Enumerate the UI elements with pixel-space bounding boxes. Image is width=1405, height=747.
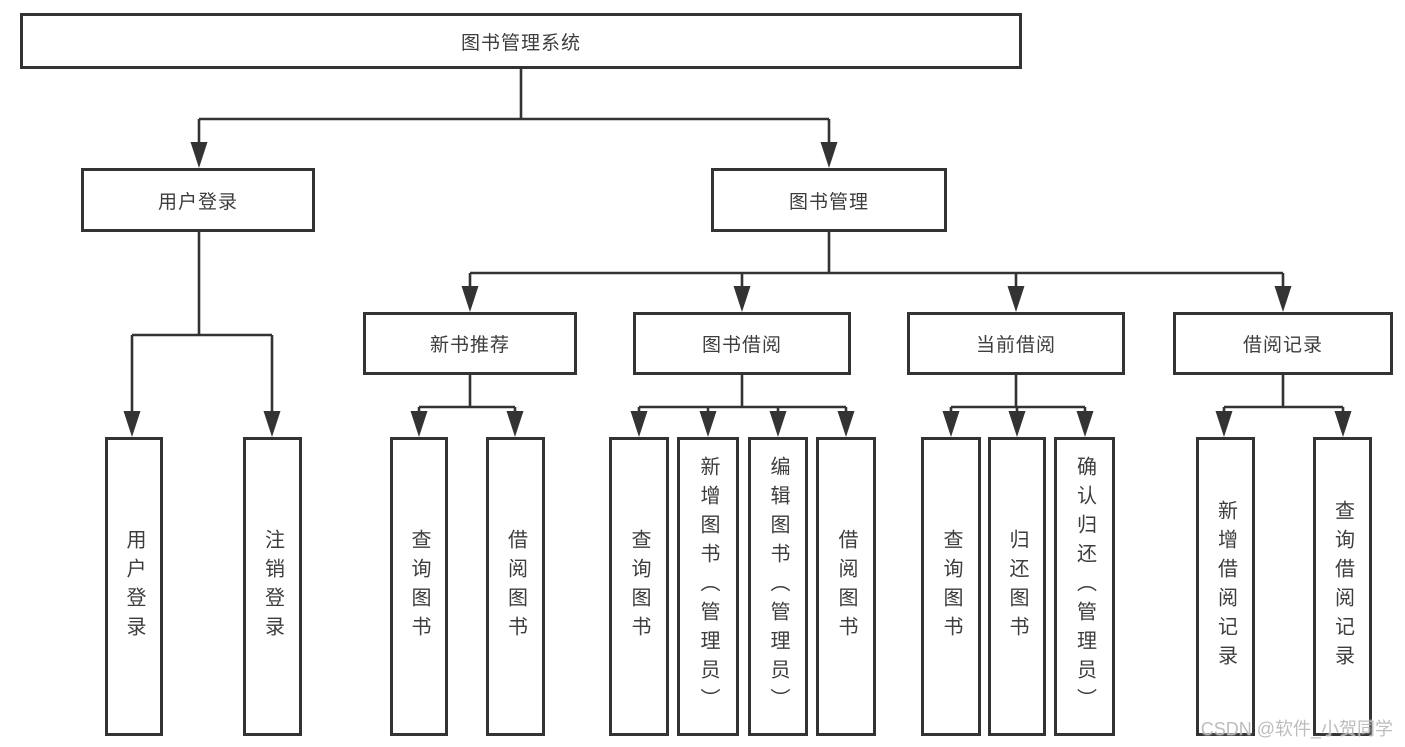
leaf-borrow-books: 借阅图书	[816, 437, 876, 736]
node-book-management: 图书管理	[711, 168, 947, 232]
node-current-borrow: 当前借阅	[907, 312, 1125, 375]
leaf-query-books-current: 查询图书	[921, 437, 981, 736]
leaf-add-borrow-record: 新增借阅记录	[1196, 437, 1255, 736]
node-library-system: 图书管理系统	[20, 13, 1022, 69]
leaf-edit-book-admin: 编辑图书（管理员）	[748, 437, 808, 736]
node-user-login: 用户登录	[81, 168, 315, 232]
leaf-query-borrow-record: 查询借阅记录	[1313, 437, 1372, 736]
leaf-query-books-borrow: 查询图书	[609, 437, 669, 736]
leaf-user-login: 用户登录	[105, 437, 163, 736]
leaf-return-book: 归还图书	[988, 437, 1046, 736]
leaf-query-books-recommend: 查询图书	[390, 437, 448, 736]
csdn-watermark: CSDN @软件_小贺同学	[1200, 719, 1393, 739]
leaf-add-book-admin: 新增图书（管理员）	[677, 437, 739, 736]
leaf-confirm-return-admin: 确认归还（管理员）	[1054, 437, 1115, 736]
node-book-borrow: 图书借阅	[633, 312, 851, 375]
leaf-logout: 注销登录	[243, 437, 302, 736]
node-new-book-recommend: 新书推荐	[363, 312, 577, 375]
leaf-borrow-books-recommend: 借阅图书	[486, 437, 545, 736]
node-borrow-records: 借阅记录	[1173, 312, 1393, 375]
